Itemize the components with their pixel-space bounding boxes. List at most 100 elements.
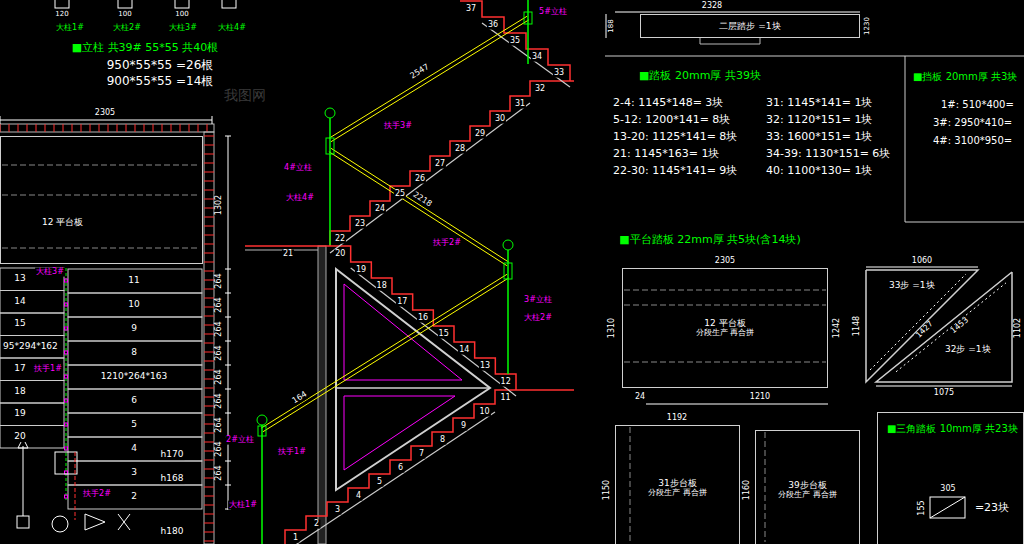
brick-hatch	[189, 124, 190, 132]
dimension-tick	[225, 365, 231, 366]
step-number: 10	[478, 408, 490, 417]
cut-line	[624, 290, 826, 291]
drawing-label: 3	[130, 468, 138, 478]
divider	[605, 56, 1024, 57]
dimension-tick	[225, 461, 231, 462]
baluster-dot	[65, 423, 68, 426]
brick-hatch	[99, 124, 100, 132]
drawing-label: 900*55*55 =14根	[106, 75, 215, 88]
drawing-label: 95*294*162	[2, 342, 59, 352]
drawing-label: 33: 1600*151= 1块	[765, 131, 873, 143]
brick-hatch	[204, 478, 214, 479]
drawing-label: 34-39: 1130*151= 6块	[765, 148, 891, 160]
drawing-label: 9	[130, 324, 138, 334]
brick-hatch	[204, 163, 214, 164]
drawing-label: 264	[215, 416, 224, 433]
brick-wall	[0, 124, 214, 132]
drawing-label: ■立柱 共39# 55*55 共40根	[71, 42, 220, 54]
plan-step	[68, 317, 202, 341]
plan-step	[0, 381, 64, 404]
plan-step	[0, 403, 64, 426]
dimension-line	[615, 12, 860, 13]
drawing-label: 2305	[94, 109, 116, 118]
dimension-tick	[225, 413, 231, 414]
panel-box: 31步台板分段生产 再合拼	[615, 425, 740, 544]
brick-wall	[204, 132, 214, 544]
brick-hatch	[81, 124, 82, 132]
drawing-label: 264	[215, 440, 224, 457]
triangle-step-section	[930, 497, 965, 518]
brick-hatch	[204, 415, 214, 416]
brick-hatch	[204, 514, 214, 515]
step-number: 34	[531, 53, 543, 62]
drawing-label: 1102	[1014, 317, 1023, 339]
baluster-dot	[65, 447, 68, 450]
drawing-label: 1160	[743, 479, 752, 501]
step-number: 4	[355, 492, 362, 501]
brick-hatch	[204, 181, 214, 182]
baluster-dot	[65, 495, 68, 498]
drawing-label: 大柱3#	[168, 24, 198, 33]
brick-hatch	[204, 460, 214, 461]
drawing-label: 1075	[933, 389, 955, 398]
drawing-label: 1230	[864, 16, 872, 36]
dimension-tick	[225, 389, 231, 390]
panel-text: 31步台板	[647, 478, 708, 488]
divider	[905, 222, 1024, 223]
drawing-label: 2	[130, 492, 138, 502]
post	[507, 250, 509, 374]
drawing-label: 1453	[949, 315, 972, 336]
plan-step	[68, 485, 202, 509]
drawing-label: 4#: 3100*950=	[932, 135, 1013, 146]
post	[329, 118, 331, 245]
drawing-label: 2#立柱	[225, 436, 255, 445]
text-group: 32步 =1块	[944, 344, 992, 354]
drawing-label: 32: 1120*151= 1块	[765, 114, 873, 126]
stair-flight	[330, 81, 550, 246]
brick-hatch	[204, 379, 214, 380]
drawing-label: 264	[215, 368, 224, 385]
drawing-label: 1302	[215, 194, 224, 216]
text-group: 33步 =1块	[888, 280, 936, 290]
brick-hatch	[204, 289, 214, 290]
plan-step	[68, 269, 202, 293]
panel-text: 二层踏步 =1块	[718, 21, 781, 31]
drawing-label: 11	[127, 276, 140, 286]
divider	[905, 56, 906, 222]
cut-line	[630, 427, 631, 542]
brick-hatch	[204, 244, 214, 245]
drawing-label: 1192	[666, 414, 688, 423]
panel-box: ■三角踏板 10mm厚 共23块	[877, 412, 1024, 544]
drawing-label: 大柱2#	[523, 314, 553, 323]
brick-hatch	[72, 124, 73, 132]
post-cap	[503, 240, 513, 250]
triangle-edge	[866, 270, 978, 382]
step-number: 12	[500, 378, 512, 387]
dimension-line	[646, 404, 828, 405]
drawing-label: 扶手1#	[277, 448, 307, 457]
drawing-label: 17	[13, 364, 26, 374]
step-number: 29	[474, 130, 486, 139]
drawing-label: 31: 1145*141= 1块	[765, 97, 873, 109]
baluster-dot	[65, 399, 68, 402]
drawing-label: 264	[215, 392, 224, 409]
brick-hatch	[204, 370, 214, 371]
step-number: 9	[460, 422, 467, 431]
step-number: 36	[487, 21, 499, 30]
brick-hatch	[204, 541, 214, 542]
text-group: 12 平台板分段生产 再合拼	[695, 318, 756, 338]
stair-flight	[460, 1, 570, 81]
drawing-label: 1310	[608, 317, 617, 339]
brick-hatch	[18, 124, 19, 132]
triangle-panel: 32步 =1块	[876, 272, 1012, 382]
stringer	[482, 23, 570, 87]
brick-hatch	[198, 124, 199, 132]
handrail	[331, 20, 529, 142]
text-group: 12 平台板	[41, 217, 84, 227]
baluster-dot	[65, 327, 68, 330]
post-cap	[257, 415, 267, 425]
post-section	[118, 0, 132, 8]
brick-hatch	[204, 343, 214, 344]
brick-hatch	[36, 124, 37, 132]
